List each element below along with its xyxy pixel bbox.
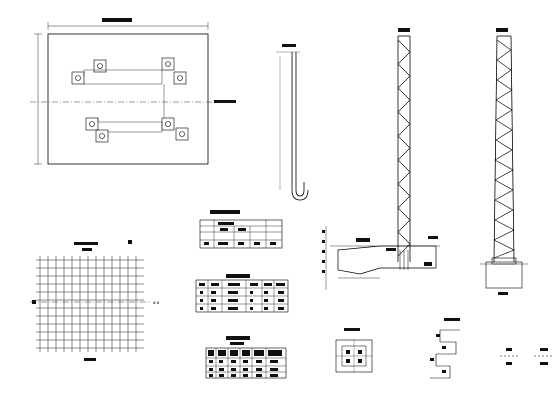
- lattice-mast-front: [480, 28, 528, 295]
- table2-cell-text: [199, 283, 285, 310]
- mast-top-label-blocked: [398, 28, 410, 32]
- base-plate-plan: [30, 18, 236, 165]
- anchor-bolt-pad: [95, 129, 109, 143]
- anchor-bolt-pad: [161, 57, 175, 71]
- table3-cell-text: [208, 350, 282, 377]
- section-axis-tag: a-a: [153, 300, 160, 305]
- material-table-1: [199, 210, 283, 249]
- table3-title-blocked: [226, 336, 250, 340]
- table1-title-blocked: [210, 210, 240, 214]
- hook-bend: [291, 189, 309, 201]
- material-table-2: [195, 274, 289, 313]
- plan-title-blocked-text: [102, 18, 132, 22]
- grid-lines: [36, 256, 144, 352]
- foundation-dim-ticks: [322, 230, 325, 273]
- anchor-bolt-pad: [93, 59, 107, 73]
- rebar-grid-plan: a-a: [30, 240, 160, 361]
- table1-cell-text: [204, 222, 276, 245]
- j-hook-anchor-detail: [276, 44, 309, 201]
- section-marker-symbols: [500, 348, 554, 365]
- anchor-bolt-pad: [85, 117, 99, 131]
- anchor-bolt-group: [71, 57, 189, 143]
- anchor-bolt-pad: [175, 127, 189, 141]
- small-footing-plan: [335, 328, 373, 373]
- anchor-bolt-pad: [161, 117, 175, 131]
- base-plate-outline: [47, 33, 209, 165]
- mast2-footing: [485, 261, 523, 289]
- stepped-profile-detail: [430, 318, 460, 379]
- mast2-lacing: [493, 39, 515, 259]
- anchor-bolt-pad: [173, 71, 187, 85]
- foundation-section: [322, 226, 440, 290]
- table2-title-blocked: [226, 274, 250, 278]
- hook-title-blocked: [282, 44, 296, 47]
- mast-lacing: [397, 39, 411, 257]
- grid-title-blocked: [74, 242, 98, 245]
- anchor-bolt-pad: [71, 71, 85, 85]
- material-table-3: [205, 336, 287, 379]
- mast2-top-label-blocked: [496, 28, 508, 32]
- lattice-mast-side: [397, 28, 411, 262]
- centerline-label-blocked: [214, 100, 236, 103]
